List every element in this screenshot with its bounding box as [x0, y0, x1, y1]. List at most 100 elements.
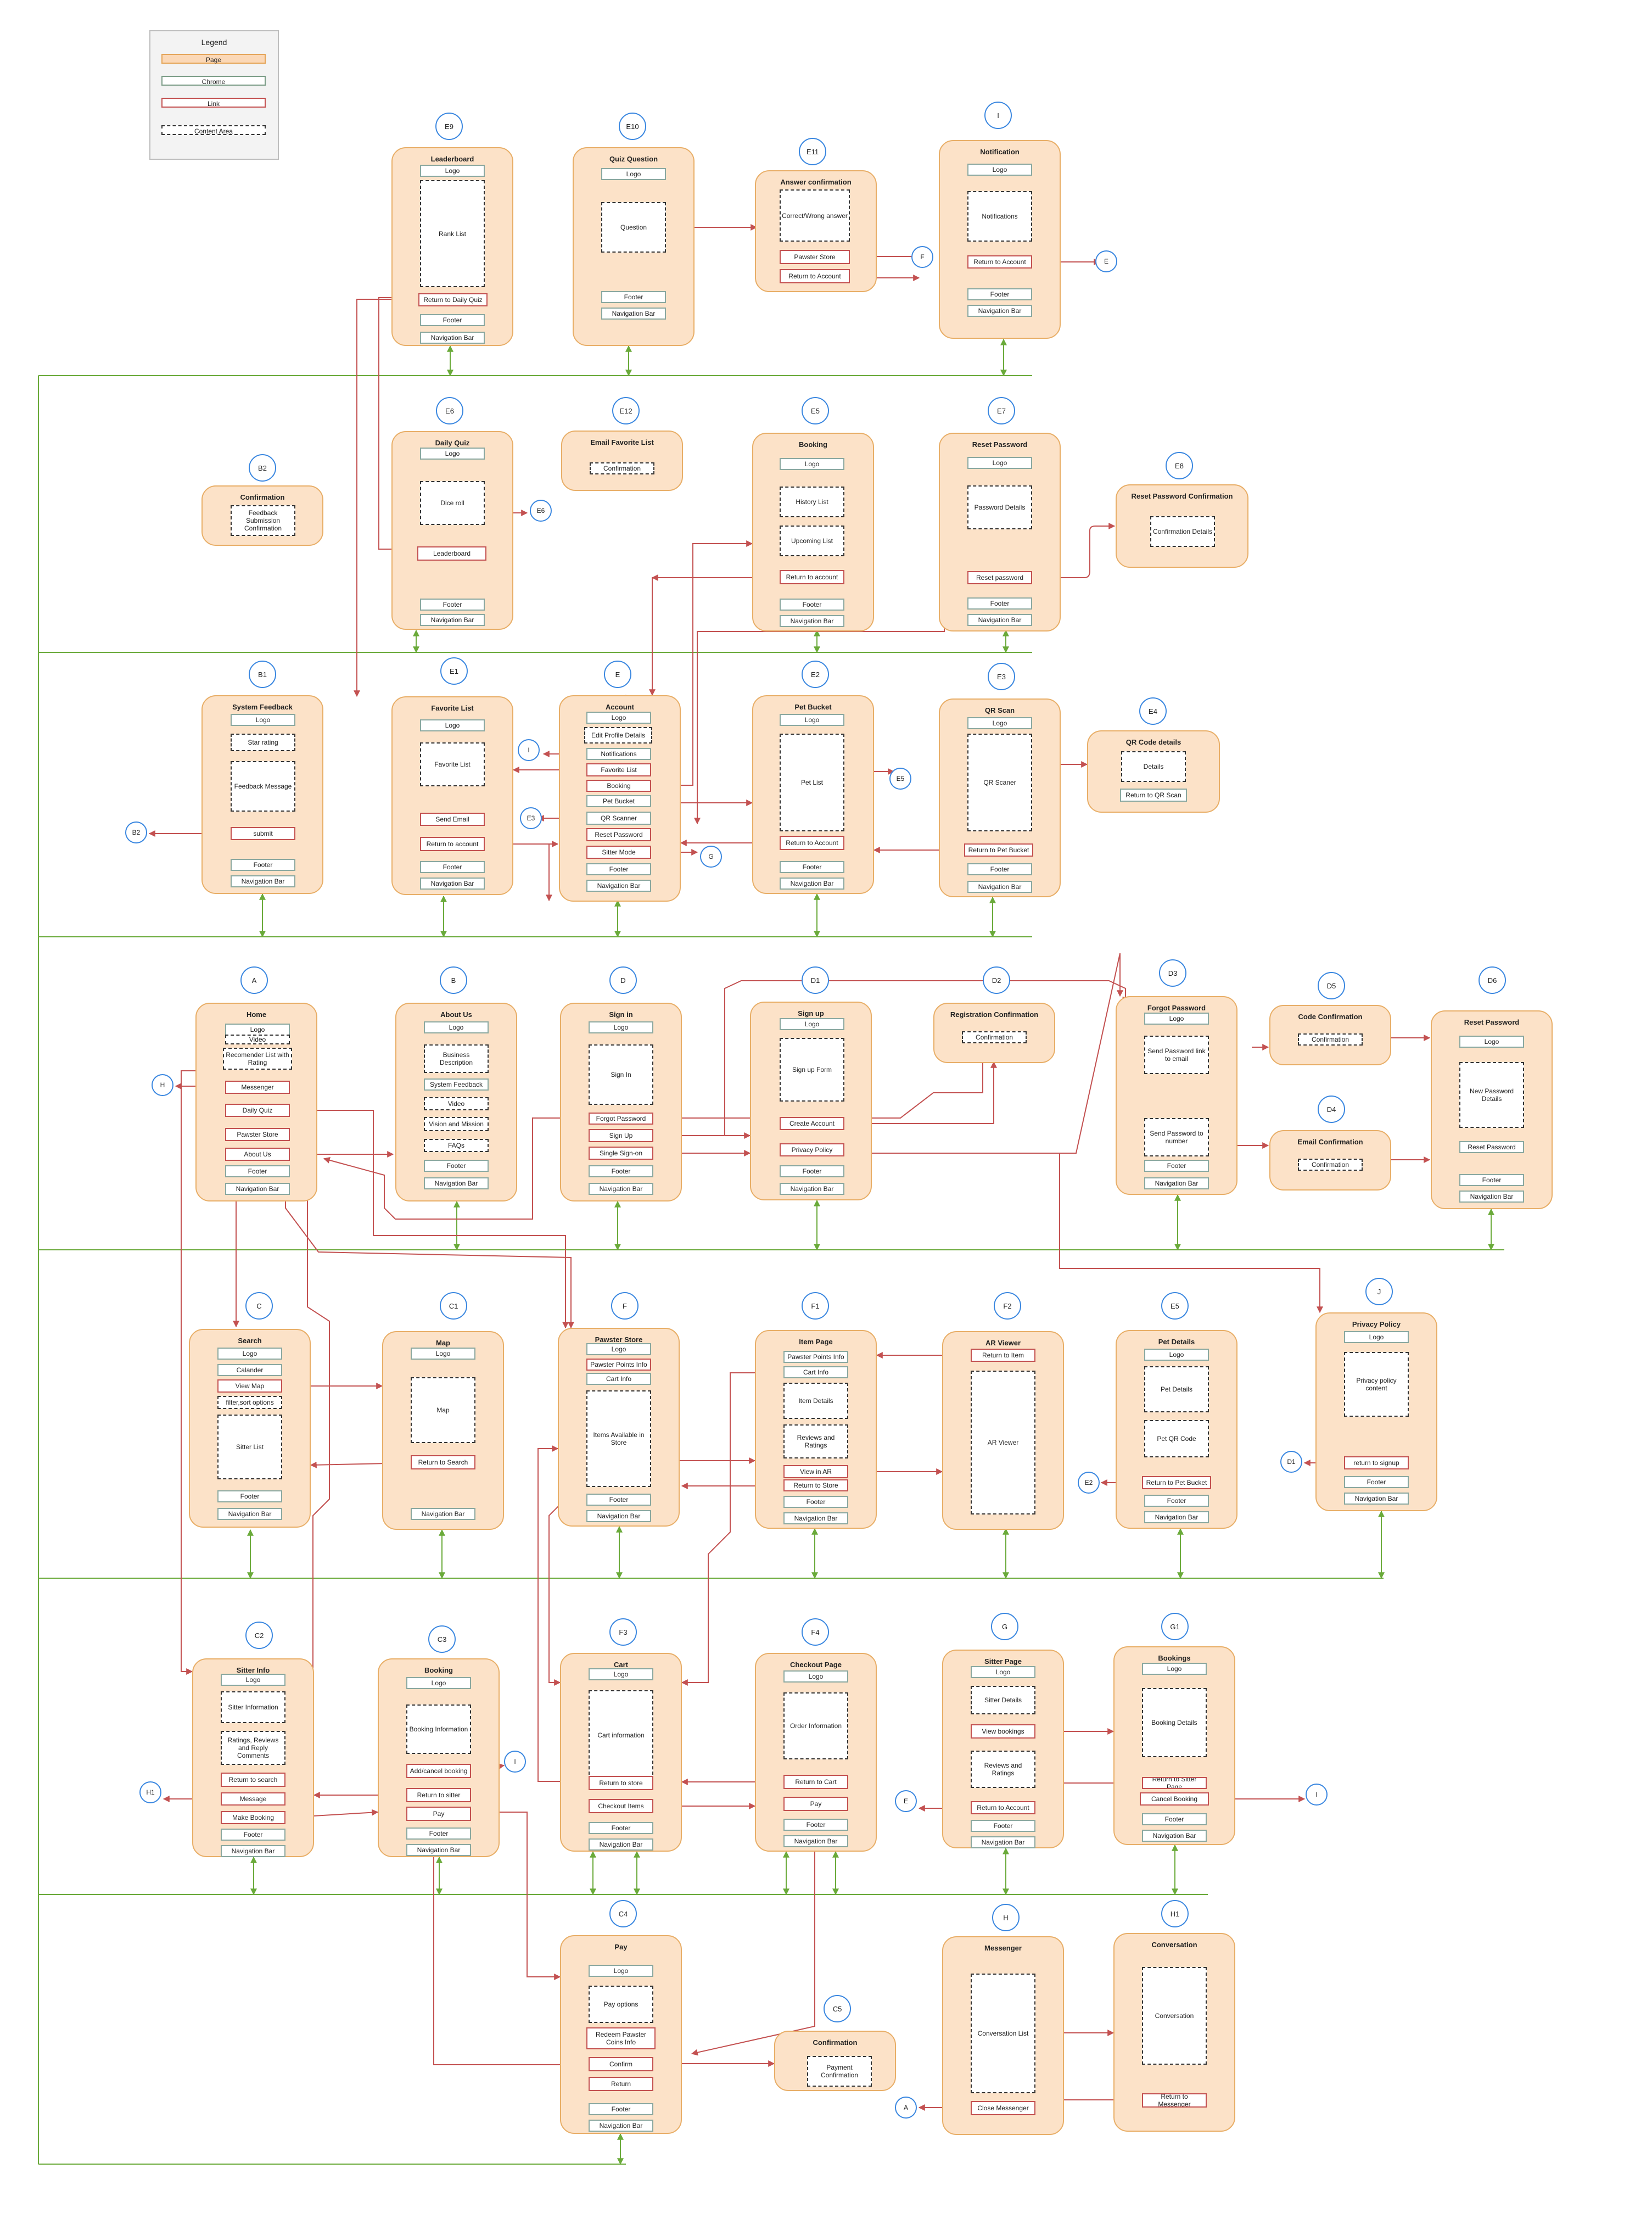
chrome-logo: Logo [221, 1674, 285, 1686]
page-title: Forgot Password [1147, 1004, 1206, 1012]
link-return-to-sitter-page: Return to Sitter Page [1142, 1777, 1207, 1789]
chrome-navigation-bar: Navigation Bar [225, 1183, 290, 1195]
content-confirmation: Confirmation [590, 462, 654, 474]
target-node-i: I [504, 1751, 526, 1773]
chrome-calander: Calander [217, 1364, 282, 1376]
link-pawster-store: Pawster Store [780, 250, 850, 264]
chrome-navigation-bar: Navigation Bar [420, 614, 485, 626]
content-cart-information: Cart information [589, 1690, 653, 1780]
node-f1: F1 [802, 1292, 829, 1320]
link-return-to-messenger: Return to Messenger [1142, 2093, 1207, 2108]
page-title: Answer confirmation [780, 178, 852, 186]
chrome-footer: Footer [783, 1496, 848, 1508]
chrome-navigation-bar: Navigation Bar [411, 1508, 475, 1520]
chrome-navigation-bar: Navigation Bar [221, 1845, 285, 1857]
chrome-footer: Footer [420, 861, 485, 873]
chrome-navigation-bar: Navigation Bar [783, 1835, 848, 1847]
chrome-navigation-bar: Navigation Bar [780, 615, 844, 627]
page-title: Search [238, 1337, 262, 1345]
link-create-account: Create Account [780, 1117, 844, 1130]
chrome-footer: Footer [589, 2103, 653, 2115]
content-faqs: FAQs [424, 1139, 489, 1152]
chrome-footer: Footer [967, 597, 1032, 610]
chrome-navigation-bar: Navigation Bar [967, 881, 1032, 893]
link-arrow [653, 980, 1129, 1136]
link-return-to-search: Return to search [221, 1773, 285, 1787]
chrome-navigation-bar: Navigation Bar [1144, 1511, 1209, 1523]
page-sitter-page: Sitter Page [942, 1650, 1064, 1848]
target-node-e6: E6 [530, 500, 552, 522]
chrome-logo: Logo [1344, 1331, 1409, 1343]
content-favorite-list: Favorite List [420, 742, 485, 786]
chrome-navigation-bar: Navigation Bar [420, 332, 485, 344]
node-e12: E12 [612, 397, 640, 424]
link-message: Message [221, 1792, 285, 1806]
link-return-to-pet-bucket: Return to Pet Bucket [964, 843, 1033, 857]
node-e2: E2 [802, 661, 829, 688]
node-c5: C5 [824, 1995, 851, 2022]
chrome-footer: Footer [221, 1829, 285, 1841]
chrome-footer: Footer [780, 599, 844, 611]
page-title: QR Code details [1125, 738, 1181, 746]
page-email-favorite-list: Email Favorite List [561, 431, 683, 491]
chrome-qr-scanner: QR Scanner [586, 812, 651, 825]
page-title: Conversation [1151, 1941, 1197, 1949]
content-dice-roll: Dice roll [420, 481, 485, 525]
target-node-h1: H1 [139, 1781, 161, 1803]
content-sign-up-form: Sign up Form [780, 1038, 844, 1102]
node-b1: B1 [249, 661, 276, 688]
node-g1: G1 [1161, 1613, 1189, 1640]
link-return-to-pet-bucket: Return to Pet Bucket [1142, 1476, 1211, 1489]
target-node-h: H [152, 1074, 173, 1096]
page-title: Home [246, 1010, 267, 1019]
link-return-to-item: Return to Item [971, 1349, 1035, 1362]
link-return-to-account: Return to Account [967, 255, 1032, 269]
link-confirm: Confirm [589, 2057, 653, 2071]
content-sitter-details: Sitter Details [971, 1686, 1035, 1714]
page-title: Reset Password Confirmation [1131, 492, 1233, 500]
node-e10: E10 [619, 113, 646, 140]
node-d3: D3 [1159, 959, 1186, 987]
chrome-footer: Footer [217, 1490, 282, 1502]
chrome-navigation-bar: Navigation Bar [217, 1508, 282, 1520]
legend-link: Link [161, 98, 266, 108]
chrome-footer: Footer [586, 863, 651, 875]
page-title: Item Page [799, 1338, 833, 1346]
chrome-reset-password: Reset Password [1459, 1141, 1524, 1153]
node-h1: H1 [1161, 1900, 1189, 1927]
chrome-footer: Footer [1344, 1476, 1409, 1488]
node-i: I [984, 102, 1012, 129]
chrome-logo: Logo [420, 448, 485, 460]
content-correct-wrong-answer: Correct/Wrong answer [780, 189, 850, 242]
chrome-logo: Logo [586, 1343, 651, 1355]
chrome-logo: Logo [780, 714, 844, 726]
chrome-logo: Logo [225, 1024, 290, 1036]
chrome-logo: Logo [967, 457, 1032, 469]
link-sign-up: Sign Up [589, 1129, 653, 1142]
link-checkout-items: Checkout Items [589, 1799, 653, 1813]
chrome-logo: Logo [1142, 1663, 1207, 1675]
content-privacy-policy-content: Privacy policy content [1344, 1352, 1409, 1417]
link-pawster-points-info: Pawster Points Info [586, 1359, 651, 1371]
node-d: D [609, 966, 637, 994]
legend-title: Legend [201, 38, 227, 47]
target-node-e3: E3 [520, 807, 542, 829]
content-details: Details [1121, 751, 1186, 782]
node-f: F [611, 1292, 639, 1320]
chrome-navigation-bar: Navigation Bar [967, 614, 1032, 626]
chrome-navigation-bar: Navigation Bar [1459, 1191, 1524, 1203]
content-item-details: Item Details [783, 1383, 848, 1419]
link-return: Return [589, 2077, 653, 2091]
node-c2: C2 [245, 1622, 273, 1649]
content-password-details: Password Details [967, 485, 1032, 529]
chrome-logo: Logo [406, 1677, 471, 1689]
content-recomender-list-with-rating: Recomender List with Rating [223, 1048, 292, 1070]
link-about-us: About Us [225, 1148, 290, 1161]
page-title: QR Scan [984, 706, 1015, 714]
link-make-booking: Make Booking [221, 1811, 285, 1824]
node-e5: E5 [1161, 1292, 1189, 1320]
link-view-map: View Map [217, 1379, 282, 1393]
content-pet-details: Pet Details [1144, 1366, 1209, 1412]
legend: Legend Page Chrome Link Content Area [149, 30, 279, 160]
link-return-to-cart: Return to Cart [783, 1775, 848, 1789]
